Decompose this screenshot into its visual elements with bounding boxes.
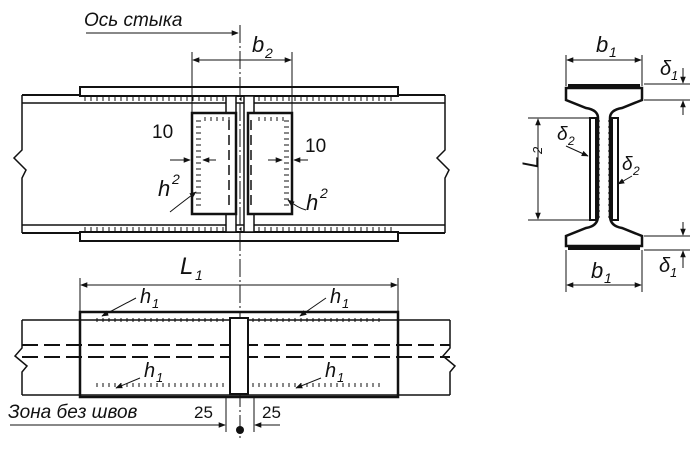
web-weld-left (196, 117, 201, 210)
label-h1-tr: h (330, 286, 341, 308)
top-view: b 2 Ось стыка 10 10 h 2 h 2 (12, 10, 450, 440)
web-weld-top-left (200, 117, 230, 121)
weld-plan-tr (252, 318, 382, 322)
top-cover-plate (79, 86, 399, 97)
web-plate-right-section (611, 117, 619, 221)
bottom-plate-section (568, 246, 640, 250)
weld-plan-tl (96, 318, 226, 322)
svg-text:1: 1 (152, 296, 159, 311)
weld-plan-bl (96, 383, 226, 387)
bottom-cover-plate (79, 231, 399, 242)
label-b2: b (252, 32, 264, 57)
label-h2-left: h (158, 176, 170, 201)
svg-text:1: 1 (671, 68, 678, 83)
weld-plan-br (252, 383, 382, 387)
svg-text:1: 1 (156, 370, 163, 385)
label-b1-bottom: b (591, 258, 603, 283)
label-b1-top: b (596, 32, 608, 57)
cross-section: b 1 b 1 δ 1 δ 1 L 2 δ 2 δ 2 (518, 32, 690, 292)
top-plate-weld (83, 96, 395, 101)
label-h2-right: h (306, 190, 318, 215)
label-delta1-bottom: δ (659, 255, 671, 277)
label-h1-br: h (325, 360, 336, 382)
bottom-plate-weld (83, 227, 395, 232)
svg-text:1: 1 (337, 370, 344, 385)
svg-text:1: 1 (342, 296, 349, 311)
right-break-line (435, 95, 450, 233)
svg-text:1: 1 (609, 44, 617, 60)
svg-text:2: 2 (530, 146, 545, 155)
cover-plate-plan (78, 310, 400, 399)
joint-gap-plan (229, 317, 249, 395)
label-10-right: 10 (305, 136, 326, 157)
svg-text:1: 1 (604, 270, 612, 286)
svg-text:1: 1 (670, 265, 677, 280)
label-h1-tl: h (140, 286, 151, 308)
svg-text:2: 2 (264, 45, 273, 61)
label-axis-joint: Ось стыка (84, 10, 182, 31)
label-25-right: 25 (262, 403, 281, 422)
i-beam-section (564, 86, 644, 248)
svg-text:2: 2 (319, 185, 328, 201)
label-10-left: 10 (152, 122, 173, 143)
top-plate-section (568, 84, 640, 88)
label-L2: L (518, 156, 543, 168)
svg-text:1: 1 (195, 267, 203, 283)
label-delta2-left: δ (557, 124, 568, 145)
web-weld-right (284, 117, 289, 210)
svg-text:2: 2 (632, 164, 640, 178)
web-weld-top-right (254, 117, 284, 121)
left-break-line (12, 95, 27, 233)
plan-view: L 1 h 1 h 1 h 1 h 1 (8, 253, 457, 434)
svg-text:2: 2 (567, 134, 575, 148)
svg-text:2: 2 (171, 171, 180, 187)
label-delta2-right: δ (622, 154, 633, 175)
label-25-left: 25 (194, 403, 213, 422)
web-plate-left-section (589, 117, 597, 221)
label-delta1-top: δ (660, 58, 672, 80)
label-h1-bl: h (144, 360, 155, 382)
joint-axis-dot (236, 426, 244, 434)
label-zone-no-welds: Зона без швов (8, 402, 138, 423)
label-L1: L (180, 253, 193, 280)
